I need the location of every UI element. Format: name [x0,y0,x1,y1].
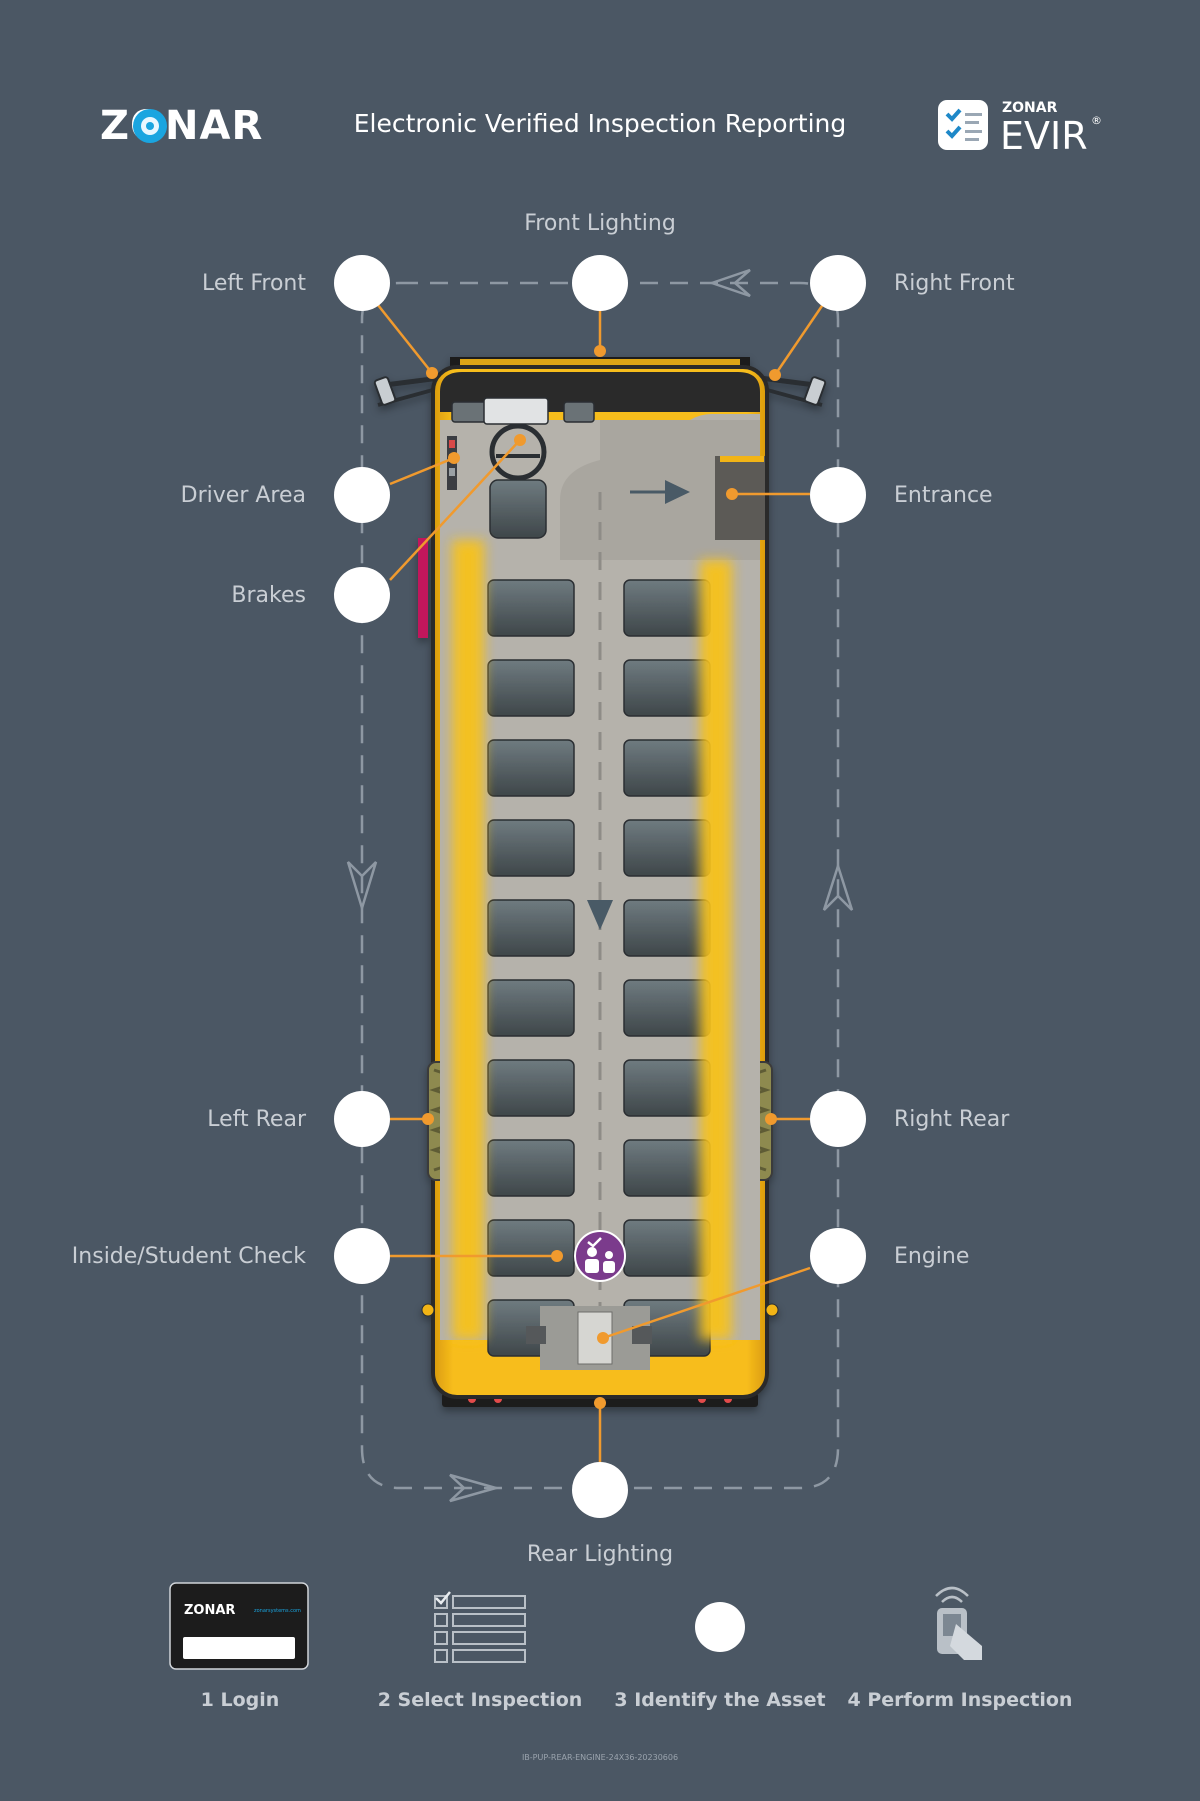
label-entrance: Entrance [894,483,993,508]
seat-right [623,1139,711,1197]
label-left-front: Left Front [202,271,306,296]
label-left-rear: Left Rear [207,1107,307,1132]
seat-right [623,1219,711,1277]
label-right-rear: Right Rear [894,1107,1010,1132]
tag-brakes[interactable] [334,567,390,623]
evir-logo: ZONAR EVIR ® [938,100,1102,158]
evir-registered-mark: ® [1091,114,1102,127]
label-engine: Engine [894,1244,969,1269]
seat-left [487,579,575,637]
tag-rear-lighting[interactable] [572,1462,628,1518]
evir-brand-small: ZONAR [1002,100,1058,116]
login-card-url: zonarsystems.com [254,1608,301,1614]
checklist-icon [434,1591,526,1663]
seat-right [623,579,711,637]
step-label-perform-inspection: 4 Perform Inspection [848,1689,1073,1711]
zone-labels: Front Lighting Left Front Right Front Dr… [72,211,1015,1567]
seat-right [623,819,711,877]
label-rear-lighting: Rear Lighting [527,1542,673,1567]
inspection-tag-points [334,255,866,1518]
path-arrow-left-icon [708,268,751,298]
aisle-arrow-left-icon [665,480,690,504]
right-mirror [759,375,827,407]
tag-entrance[interactable] [810,467,866,523]
seat-left [487,739,575,797]
step-label-select-inspection: 2 Select Inspection [378,1689,583,1711]
seat-left [487,979,575,1037]
step-identify-asset: 3 Identify the Asset [614,1602,826,1711]
page-title: Electronic Verified Inspection Reporting [354,109,847,138]
path-arrow-down-icon [346,861,378,913]
label-front-lighting: Front Lighting [524,211,676,236]
step-perform-inspection: 4 Perform Inspection [848,1586,1073,1711]
dashboard-controls [483,397,549,425]
seat-right [623,899,711,957]
seat-right [623,1059,711,1117]
seat-left [487,659,575,717]
tag-front-lighting[interactable] [572,255,628,311]
step-label-login: 1 Login [201,1689,280,1711]
login-card-logo: ZONAR [184,1603,235,1618]
aisle-arrow-down-icon [587,900,613,930]
steps-row: ZONAR zonarsystems.com 1 Login 2 Select … [169,1582,1073,1711]
tag-engine[interactable] [810,1228,866,1284]
label-brakes: Brakes [231,583,306,608]
tag-left-front[interactable] [334,255,390,311]
seat-left [487,1219,575,1277]
handheld-tap-icon [935,1586,982,1660]
label-right-front: Right Front [894,271,1015,296]
school-bus [373,357,827,1407]
seat-left [487,1059,575,1117]
path-arrow-up-icon [822,861,854,911]
footer-code: IB-PUP-REAR-ENGINE-24X36-20230606 [522,1753,678,1762]
seat-left [487,1139,575,1197]
evir-brand-large: EVIR [1000,114,1088,158]
evir-checklist-icon [938,100,988,150]
step-login: ZONAR zonarsystems.com 1 Login [169,1582,309,1711]
tag-left-rear[interactable] [334,1091,390,1147]
seat-left [487,899,575,957]
leader-lines [373,299,828,1462]
student-check-badge [574,1230,626,1282]
tag-circle-icon [695,1602,745,1652]
left-mirror [373,375,441,407]
step-label-identify-asset: 3 Identify the Asset [614,1689,825,1711]
entrance-door [715,456,765,540]
tag-inside-student-check[interactable] [334,1228,390,1284]
tag-right-rear[interactable] [810,1091,866,1147]
steering-wheel [489,423,547,481]
seat-right [623,659,711,717]
step-select-inspection: 2 Select Inspection [378,1591,583,1711]
seat-right [623,739,711,797]
label-inside-student-check: Inside/Student Check [72,1244,306,1269]
zonar-logo: ZONAR [100,103,263,149]
driver-seat [489,479,547,539]
seat-right [623,979,711,1037]
seat-left [487,819,575,877]
tag-right-front[interactable] [810,255,866,311]
label-driver-area: Driver Area [181,483,306,508]
stop-arm [418,538,428,638]
zonar-logo-text: ZONAR [100,103,263,149]
tag-driver-area[interactable] [334,467,390,523]
path-arrow-right-icon [449,1473,501,1503]
